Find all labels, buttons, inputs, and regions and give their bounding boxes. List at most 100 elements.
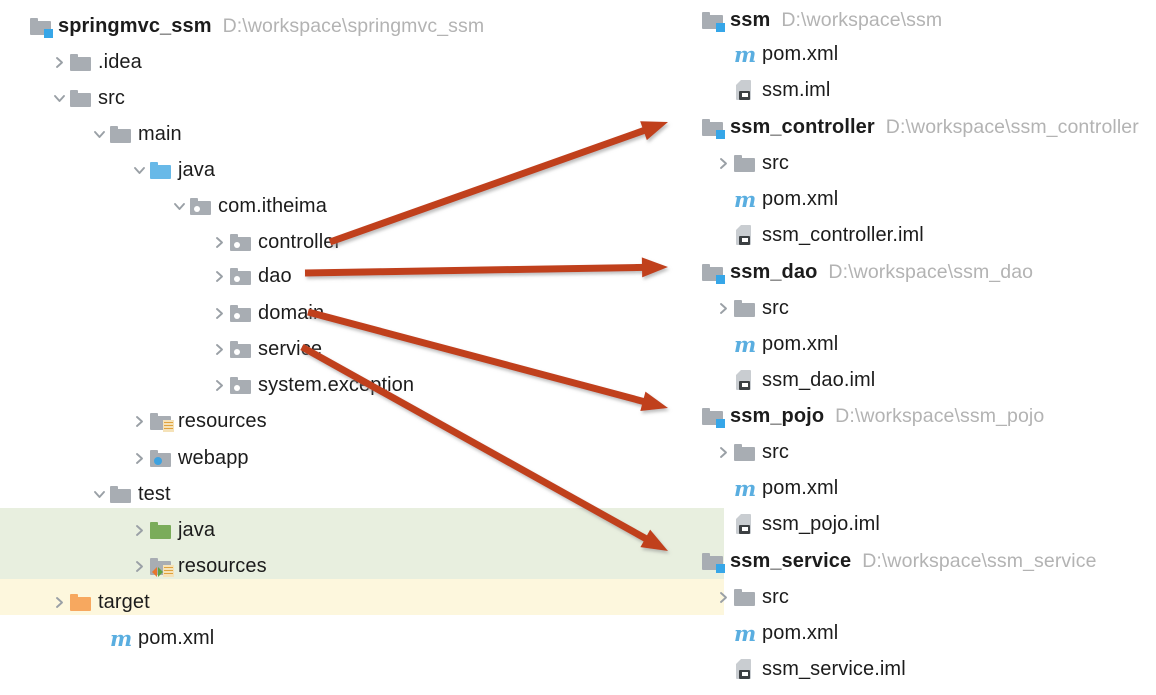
tree-row[interactable]: ssm_pojo.iml [712, 506, 880, 542]
chevron-right-icon[interactable] [128, 512, 150, 548]
tree-row[interactable]: src [712, 579, 789, 615]
tree-row[interactable]: ssm_service.iml [712, 651, 906, 687]
tree-row[interactable]: system.exception [208, 367, 414, 403]
chevron-right-icon[interactable] [712, 434, 734, 470]
tree-row-label: src [762, 296, 789, 319]
chevron-right-icon[interactable] [712, 579, 734, 615]
chevron-placeholder [712, 72, 734, 108]
tree-row[interactable]: target [48, 584, 150, 620]
chevron-placeholder [712, 615, 734, 651]
arrow-controller-to-ssm-controller [328, 121, 668, 246]
chevron-placeholder [680, 109, 702, 145]
chevron-down-icon[interactable] [168, 188, 190, 224]
tree-row-label: resources [178, 409, 267, 432]
target-excluded-highlight [0, 579, 724, 615]
row-icon: m [734, 36, 760, 72]
row-icon: m [110, 620, 136, 656]
chevron-down-icon[interactable] [128, 152, 150, 188]
tree-row[interactable]: com.itheima [168, 188, 327, 224]
tree-row[interactable]: main [88, 116, 182, 152]
row-icon: m [734, 470, 760, 506]
chevron-right-icon[interactable] [128, 440, 150, 476]
tree-row-path: D:\workspace\ssm_controller [885, 115, 1139, 138]
tree-row[interactable]: java [128, 512, 215, 548]
row-icon [230, 258, 256, 294]
tree-row-label: pom.xml [762, 42, 839, 65]
module-folder-icon [702, 118, 725, 139]
tree-row-path: D:\workspace\ssm [781, 8, 943, 31]
row-icon [150, 152, 176, 188]
tree-row[interactable]: domain [208, 295, 324, 331]
tree-row-label: controller [258, 230, 342, 253]
row-icon [110, 116, 136, 152]
chevron-placeholder [680, 2, 702, 38]
row-icon [190, 188, 216, 224]
package-folder-icon [230, 233, 251, 251]
tree-row-label: springmvc_ssm [58, 14, 212, 37]
tree-row[interactable]: webapp [128, 440, 249, 476]
tree-row[interactable]: java [128, 152, 215, 188]
row-icon [150, 548, 176, 584]
tree-row-label: src [98, 86, 125, 109]
row-icon: m [734, 615, 760, 651]
row-icon [734, 506, 760, 542]
chevron-right-icon[interactable] [48, 584, 70, 620]
chevron-down-icon[interactable] [88, 116, 110, 152]
tree-row[interactable]: resources [128, 548, 267, 584]
chevron-right-icon[interactable] [208, 295, 230, 331]
tree-row[interactable]: ssm.iml [712, 72, 830, 108]
tree-row[interactable]: src [712, 290, 789, 326]
tree-row[interactable]: test [88, 476, 171, 512]
test-resources-folder-icon [150, 557, 174, 577]
tree-row[interactable]: service [208, 331, 322, 367]
chevron-right-icon[interactable] [712, 145, 734, 181]
chevron-placeholder [680, 398, 702, 434]
chevron-placeholder [680, 254, 702, 290]
row-icon [230, 367, 256, 403]
row-icon [734, 651, 760, 687]
tree-row[interactable]: ssm_controller.iml [712, 217, 924, 253]
tree-row[interactable]: ssm D:\workspace\ssm [680, 2, 942, 38]
tree-row[interactable]: resources [128, 403, 267, 439]
chevron-right-icon[interactable] [208, 258, 230, 294]
row-icon [150, 403, 176, 439]
chevron-down-icon[interactable] [48, 80, 70, 116]
chevron-right-icon[interactable] [208, 224, 230, 260]
chevron-right-icon[interactable] [128, 548, 150, 584]
tree-row[interactable]: src [712, 434, 789, 470]
chevron-right-icon[interactable] [208, 331, 230, 367]
chevron-right-icon[interactable] [48, 44, 70, 80]
chevron-right-icon[interactable] [712, 290, 734, 326]
chevron-down-icon[interactable] [88, 476, 110, 512]
tree-row[interactable]: src [712, 145, 789, 181]
iml-file-icon [734, 79, 753, 101]
tree-row[interactable]: src [48, 80, 125, 116]
tree-row-label: domain [258, 301, 325, 324]
chevron-placeholder [712, 506, 734, 542]
tree-row-label: ssm [730, 8, 771, 31]
maven-m-icon: m [734, 331, 757, 357]
tree-row[interactable]: controller [208, 224, 341, 260]
module-folder-icon [702, 11, 725, 32]
module-folder-icon [30, 17, 53, 38]
chevron-right-icon[interactable] [208, 367, 230, 403]
tree-row[interactable]: dao [208, 258, 292, 294]
chevron-right-icon[interactable] [128, 403, 150, 439]
tree-row[interactable]: .idea [48, 44, 142, 80]
tree-row-label: ssm_dao [730, 260, 818, 283]
source-root-folder-icon [150, 161, 171, 179]
chevron-placeholder [712, 651, 734, 687]
tree-row[interactable]: ssm_dao.iml [712, 362, 875, 398]
